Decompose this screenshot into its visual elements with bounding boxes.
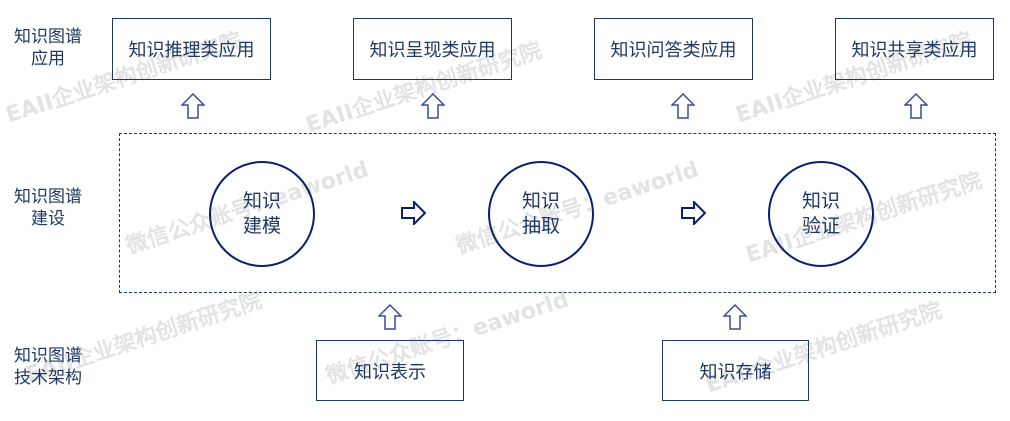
construction-frame <box>119 133 996 293</box>
right-arrow-icon <box>401 201 427 225</box>
app-box-qa: 知识问答类应用 <box>594 18 753 80</box>
step-circle-validation: 知识验证 <box>768 161 874 267</box>
layer-label-application: 知识图谱应用 <box>14 27 82 69</box>
up-arrow-icon <box>421 93 445 119</box>
up-arrow-icon <box>671 93 695 119</box>
step-circle-modeling: 知识建模 <box>209 161 315 267</box>
foundation-box-storage: 知识存储 <box>662 340 809 401</box>
app-box-presentation: 知识呈现类应用 <box>353 18 512 80</box>
app-box-sharing: 知识共享类应用 <box>835 18 994 80</box>
up-arrow-icon <box>378 304 402 330</box>
layer-label-architecture: 知识图谱技术架构 <box>14 346 82 388</box>
up-arrow-icon <box>723 304 747 330</box>
app-box-reasoning: 知识推理类应用 <box>112 18 271 80</box>
right-arrow-icon <box>681 201 707 225</box>
up-arrow-icon <box>181 93 205 119</box>
step-circle-extraction: 知识抽取 <box>488 161 594 267</box>
up-arrow-icon <box>904 93 928 119</box>
foundation-box-representation: 知识表示 <box>316 340 464 401</box>
layer-label-construction: 知识图谱建设 <box>14 187 82 229</box>
